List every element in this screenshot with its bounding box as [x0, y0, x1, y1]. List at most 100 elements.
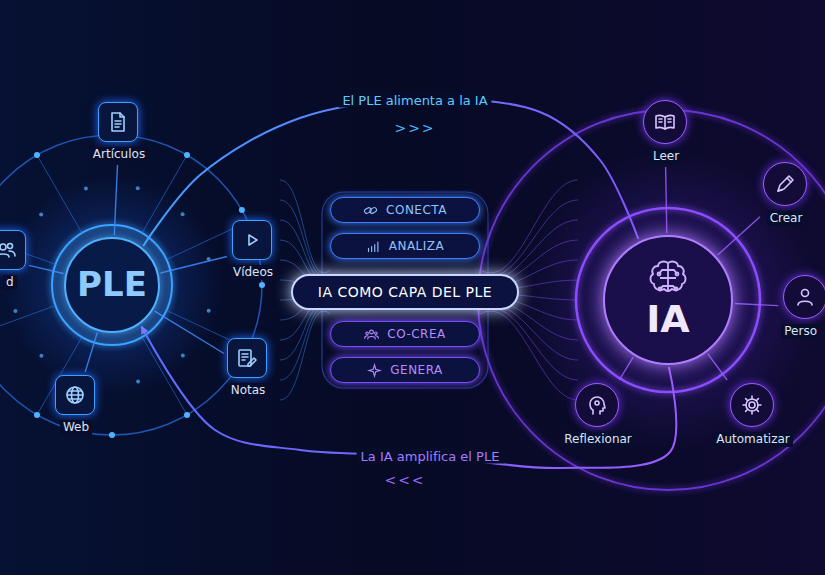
- ia-ring: [576, 208, 760, 392]
- decor-shape: [242, 354, 256, 366]
- network-dot: [239, 207, 245, 213]
- network-dot: [39, 212, 43, 216]
- flow-line: [480, 308, 578, 380]
- action-pill: GENERA: [330, 357, 480, 383]
- central-pill: IA COMO CAPA DEL PLE: [291, 274, 519, 310]
- node-label: Perso: [781, 324, 820, 339]
- decor-shape: [115, 113, 124, 127]
- spoke-line: [114, 165, 117, 235]
- brain-icon: [643, 259, 693, 299]
- spoke-line: [619, 357, 633, 380]
- spoke-line: [29, 265, 63, 273]
- capability-icon: Automatizar: [730, 383, 774, 427]
- network-dot: [39, 354, 43, 358]
- network-lines: [0, 155, 248, 415]
- decor-shape: [802, 290, 809, 297]
- network-line: [0, 306, 56, 337]
- network-dots: [0, 132, 265, 438]
- decor-shape: [375, 332, 378, 335]
- ple-hub: PLE: [64, 237, 160, 333]
- decor-shape: [369, 364, 380, 375]
- person-icon: [793, 285, 817, 309]
- flow-line: [280, 308, 330, 380]
- decor-shape: [676, 273, 679, 276]
- source-icon: Notas: [227, 338, 267, 378]
- decor-shape: [67, 387, 83, 403]
- decor-shape: [658, 273, 661, 276]
- doc-icon: [106, 110, 130, 134]
- flow-line: [280, 311, 330, 400]
- network-dot: [181, 212, 185, 216]
- people-icon: [0, 238, 18, 262]
- network-dot: [184, 152, 190, 158]
- pill-label: ANALIZA: [389, 239, 445, 253]
- source-icon: d: [0, 230, 26, 270]
- group-icon: [364, 327, 379, 342]
- node-label: d: [3, 275, 17, 290]
- decor-shape: [365, 335, 379, 338]
- ia-glow: [518, 150, 818, 450]
- book-icon: [653, 110, 677, 134]
- action-pill: ANALIZA: [330, 233, 480, 259]
- ia-hub: IA: [603, 235, 733, 365]
- flow-line: [280, 180, 330, 273]
- capability-icon: Reflexionar: [575, 383, 619, 427]
- pill-label: CONECTA: [386, 203, 447, 217]
- network-dot: [34, 152, 40, 158]
- capability-icon: Leer: [643, 100, 687, 144]
- network-line: [37, 155, 82, 233]
- network-dot: [136, 186, 140, 190]
- hub-label: IA: [646, 299, 690, 341]
- direction-chevrons: >>>: [390, 120, 439, 136]
- link-icon: [363, 203, 378, 218]
- node-label: Automatizar: [713, 432, 793, 447]
- flow-line: [280, 220, 330, 280]
- node-label: Vídeos: [230, 265, 276, 280]
- source-icon: Artículos: [98, 102, 138, 142]
- network-dot: [184, 412, 190, 418]
- flow-line: [480, 304, 578, 360]
- decor-shape: [8, 244, 13, 249]
- gear-icon: [740, 393, 764, 417]
- network-ring: [0, 135, 262, 435]
- spoke-line: [666, 167, 667, 233]
- network-dot: [207, 309, 211, 313]
- decor-shape: [749, 402, 755, 408]
- decor-shape: [659, 288, 662, 291]
- flow-line: [480, 311, 578, 400]
- flow-line: [480, 220, 578, 280]
- decor-shape: [778, 176, 793, 191]
- decor-shape: [67, 391, 83, 399]
- pencil-icon: [773, 172, 797, 196]
- flow-arc: [142, 327, 677, 469]
- capability-icon: Crear: [763, 162, 807, 206]
- decor-shape: [0, 254, 9, 257]
- decor-shape: [9, 251, 15, 256]
- node-label: Artículos: [90, 147, 148, 162]
- network-dot: [84, 186, 88, 190]
- spoke-line: [718, 217, 760, 255]
- node-label: Reflexionar: [561, 432, 635, 447]
- network-dot: [109, 432, 115, 438]
- flow-line: [280, 304, 330, 360]
- network-line: [142, 337, 187, 415]
- decor-shape: [0, 244, 6, 250]
- decor-shape: [112, 113, 124, 131]
- decor-shape: [590, 397, 605, 414]
- ple-ring: [52, 225, 172, 345]
- node-label: Notas: [228, 383, 269, 398]
- pill-label: IA COMO CAPA DEL PLE: [318, 284, 492, 300]
- capability-icon: Perso: [783, 275, 825, 319]
- edge-label: La IA amplifica el PLE: [357, 449, 504, 464]
- spoke-line: [155, 311, 224, 353]
- pill-label: CO-CREA: [387, 327, 446, 341]
- spoke-line: [708, 354, 727, 380]
- pill-label: GENERA: [390, 363, 443, 377]
- decor-shape: [249, 235, 257, 245]
- action-pill: CO-CREA: [330, 321, 480, 347]
- network-dot: [34, 412, 40, 418]
- edge-label: El PLE alimenta a la IA: [338, 93, 491, 108]
- network-dot: [136, 380, 140, 384]
